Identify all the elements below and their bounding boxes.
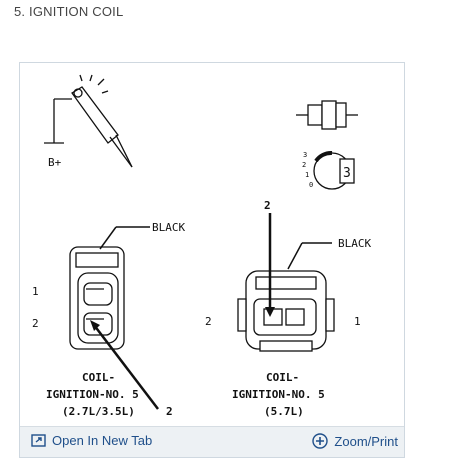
right-wire-color: BLACK xyxy=(338,237,371,250)
diagram-card: B+ 3 3 2 1 0 BLACK 1 xyxy=(19,62,405,458)
left-connector xyxy=(69,246,125,350)
card-footer: Open In New Tab Zoom/Print xyxy=(20,426,404,457)
key-position-3: 3 xyxy=(303,151,307,159)
right-caption-line2: IGNITION-NO. 5 xyxy=(232,388,325,401)
open-in-new-tab-button[interactable]: Open In New Tab xyxy=(31,433,152,448)
left-caption-line2: IGNITION-NO. 5 xyxy=(46,388,139,401)
plus-circle-icon xyxy=(312,433,329,449)
right-pin-2: 2 xyxy=(205,315,212,328)
left-pin-1: 1 xyxy=(32,285,39,298)
open-external-icon xyxy=(31,434,46,447)
zoom-print-button[interactable]: Zoom/Print xyxy=(312,433,398,449)
right-pin2-callout: 2 xyxy=(264,199,271,212)
key-switch-icon xyxy=(296,100,358,190)
zoom-print-label: Zoom/Print xyxy=(334,433,398,449)
b-plus-label: B+ xyxy=(48,156,62,169)
page-title: 5. IGNITION COIL xyxy=(14,4,124,19)
key-badge: 3 xyxy=(343,166,351,181)
open-in-new-tab-label: Open In New Tab xyxy=(52,433,153,448)
connector-diagram: B+ 3 3 2 1 0 BLACK 1 xyxy=(32,74,371,418)
right-caption-line1: COIL- xyxy=(266,371,299,384)
key-position-2: 2 xyxy=(302,161,306,169)
ignition-switch-icon xyxy=(44,74,133,168)
right-pin-1: 1 xyxy=(354,315,361,328)
left-pin-2: 2 xyxy=(32,317,39,330)
right-caption-line3: (5.7L) xyxy=(264,405,304,418)
left-wire-color: BLACK xyxy=(152,221,185,234)
left-caption-line1: COIL- xyxy=(82,371,115,384)
right-connector xyxy=(237,270,335,352)
key-position-1: 1 xyxy=(305,171,309,179)
key-position-0: 0 xyxy=(309,181,313,189)
left-caption-line3: (2.7L/3.5L) xyxy=(62,405,135,418)
left-pin2-callout: 2 xyxy=(166,405,173,418)
